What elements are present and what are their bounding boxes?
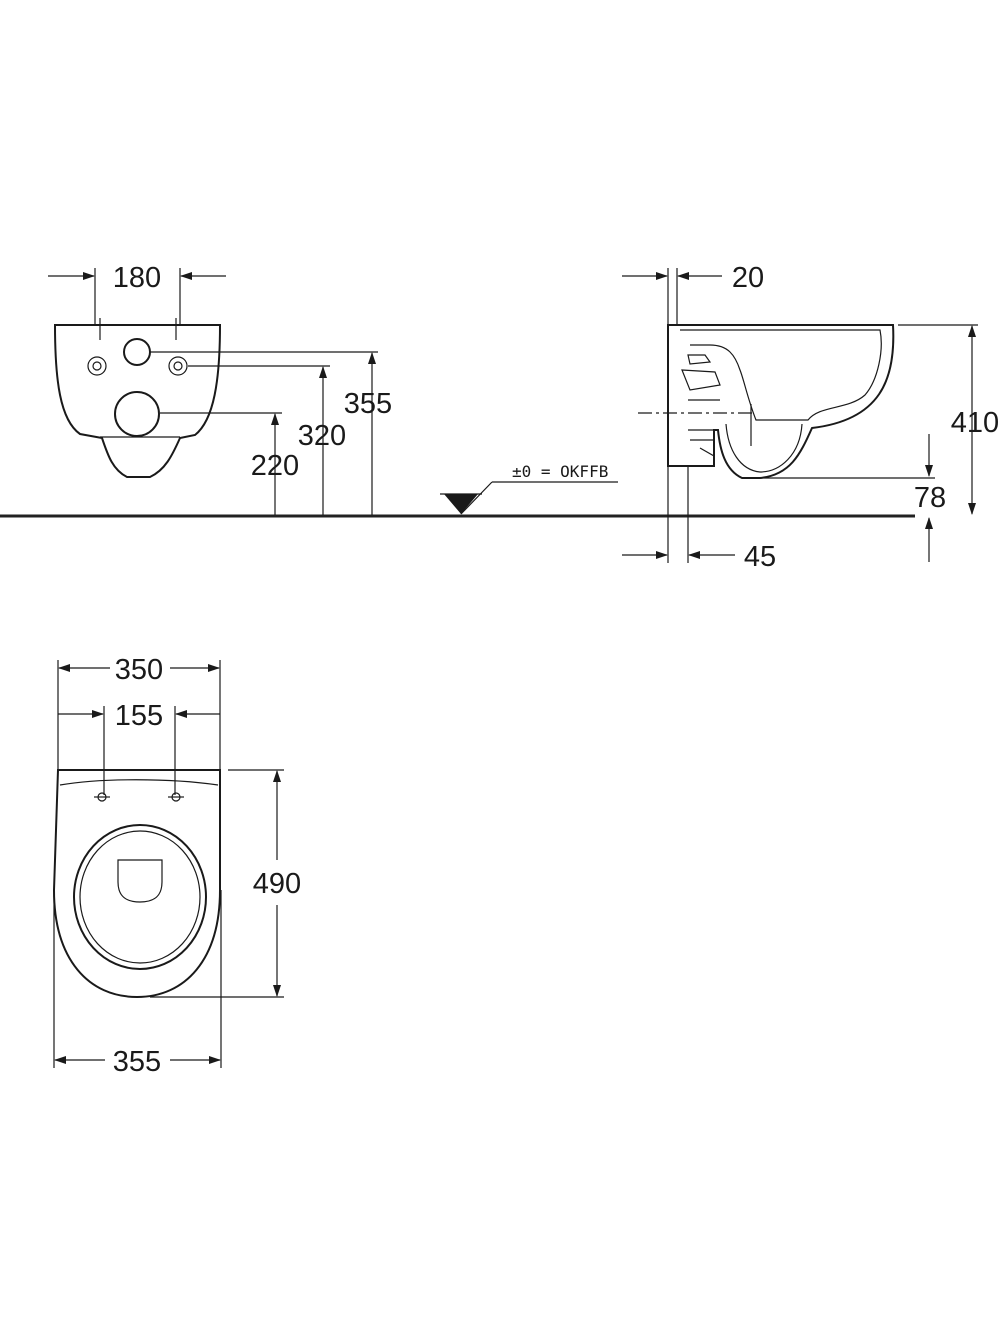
dim-side-top-offset: 20 (732, 262, 764, 294)
dim-front-fixing-spacing: 180 (113, 262, 161, 294)
top-view-fixing-left (94, 792, 110, 802)
side-view-bowl-outline (667, 324, 895, 479)
front-view-fixing-hole-left (87, 356, 107, 376)
dim-front-height-upper-hole: 355 (344, 388, 392, 420)
dim-top-rear-width: 350 (115, 654, 163, 686)
top-view-bowl-outline (52, 769, 221, 999)
top-view: 350 155 490 355 (52, 654, 301, 1078)
top-view-fixing-right (168, 792, 184, 802)
dim-side-bottom-clearance: 78 (914, 482, 946, 514)
floor-level-label: ±0 = OKFFB (512, 462, 608, 481)
side-view-bowl-inner (680, 329, 882, 421)
front-view-fixing-hole-right (168, 356, 188, 376)
front-view-bowl-outline (53, 324, 222, 478)
front-view-drain-outlet (114, 391, 160, 437)
top-view-bowl-opening (117, 859, 163, 903)
dim-top-length: 490 (253, 868, 301, 900)
floor-level-symbol: ±0 = OKFFB (440, 462, 618, 515)
dim-front-height-drain: 220 (251, 450, 299, 482)
side-view: 20 410 78 45 (622, 262, 999, 573)
front-view: 180 355 320 220 (48, 262, 392, 515)
dim-front-height-fixings: 320 (298, 420, 346, 452)
front-view-water-inlet (123, 338, 151, 366)
dim-top-max-width: 355 (113, 1046, 161, 1078)
top-view-seat-ring (73, 824, 207, 970)
dim-side-wall-depth: 45 (744, 541, 776, 573)
dim-side-bowl-height: 410 (951, 407, 999, 439)
dim-top-fixing-spacing: 155 (115, 700, 163, 732)
